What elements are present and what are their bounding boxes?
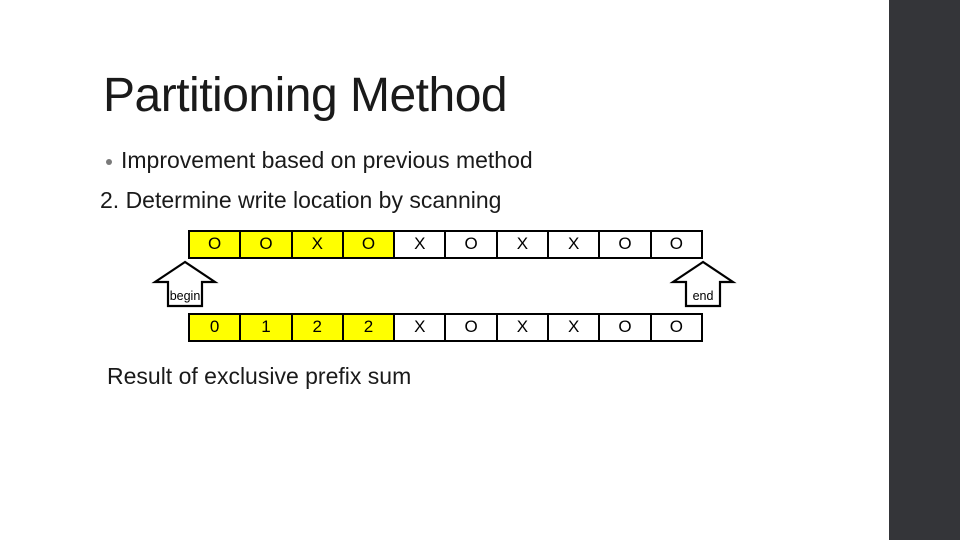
end-arrow-label: end (693, 289, 714, 303)
table-cell: X (393, 313, 447, 342)
slide-title: Partitioning Method (103, 69, 508, 122)
table-cell: 2 (290, 313, 344, 342)
table-cell: O (598, 313, 652, 342)
result-text: Result of exclusive prefix sum (107, 363, 412, 389)
table-cell: X (495, 230, 550, 259)
bullet-dot-icon (106, 158, 112, 165)
table-cell: X (290, 230, 344, 259)
table-cell: X (547, 230, 601, 259)
table-cell: O (649, 230, 703, 259)
sidebar-accent-bar (889, 0, 960, 540)
table-cell: O (188, 230, 242, 259)
begin-arrow: begin (151, 260, 219, 308)
table-cell: 0 (188, 313, 242, 342)
begin-arrow-shape (151, 260, 219, 308)
table-cell: O (649, 313, 703, 342)
end-arrow: end (669, 260, 737, 308)
step-text: 2. Determine write location by scanning (100, 187, 502, 213)
begin-arrow-label: begin (170, 289, 201, 303)
table-cell: 2 (341, 313, 396, 342)
table-cell: X (547, 313, 601, 342)
table-cell: O (341, 230, 396, 259)
table-cell: X (393, 230, 447, 259)
table-cell: X (495, 313, 550, 342)
table-cell: O (598, 230, 652, 259)
table-cell: 1 (239, 313, 293, 342)
bullet-item: Improvement based on previous method (106, 147, 533, 173)
end-arrow-shape (669, 260, 737, 308)
table-cell: O (444, 313, 498, 342)
table-cell: O (239, 230, 293, 259)
table-cell: O (444, 230, 498, 259)
bullet-text: Improvement based on previous method (121, 147, 533, 173)
